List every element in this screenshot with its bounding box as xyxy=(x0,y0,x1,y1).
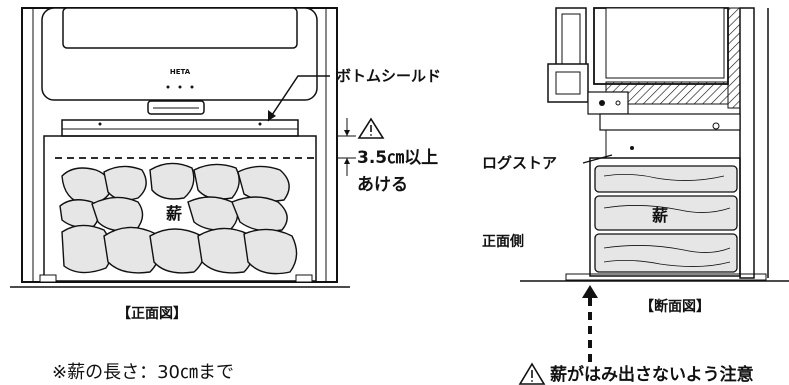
bottom-shield xyxy=(61,119,299,137)
brand-logo: HETA xyxy=(170,68,191,76)
log-store-box xyxy=(589,157,741,277)
caution-triangle-icon xyxy=(518,362,546,385)
gap-action-label: あける xyxy=(357,175,408,195)
stove-glass-window xyxy=(62,7,298,49)
arrow-icon xyxy=(582,285,598,362)
section-view: 薪 ログストア 正面側 【断面図】 薪がはみ出さないよう注意 xyxy=(482,7,789,385)
section-wood-label: 薪 xyxy=(652,206,668,225)
log-compartment xyxy=(43,135,317,282)
bottom-shield-label: ボトムシールド xyxy=(336,67,441,85)
log-store-label: ログストア xyxy=(482,154,557,172)
wood-length-note: ※薪の長さ：30㎝まで xyxy=(52,362,234,383)
front-wood-label: 薪 xyxy=(166,204,182,223)
caution-text: 薪がはみ出さないよう注意 xyxy=(550,364,754,385)
bottom-shield-pointer xyxy=(267,75,330,122)
front-view-title: 【正面図】 xyxy=(117,306,187,322)
section-back-wall xyxy=(727,7,741,109)
front-view: HETA xyxy=(10,7,441,383)
gap-value-label: 3.5㎝以上 xyxy=(357,148,438,168)
section-logs xyxy=(594,165,738,273)
warning-triangle-icon xyxy=(357,117,385,139)
front-logs xyxy=(59,162,298,275)
front-side-label: 正面側 xyxy=(482,233,524,250)
log-store-pointer xyxy=(582,154,613,164)
section-view-title: 【断面図】 xyxy=(640,298,710,315)
